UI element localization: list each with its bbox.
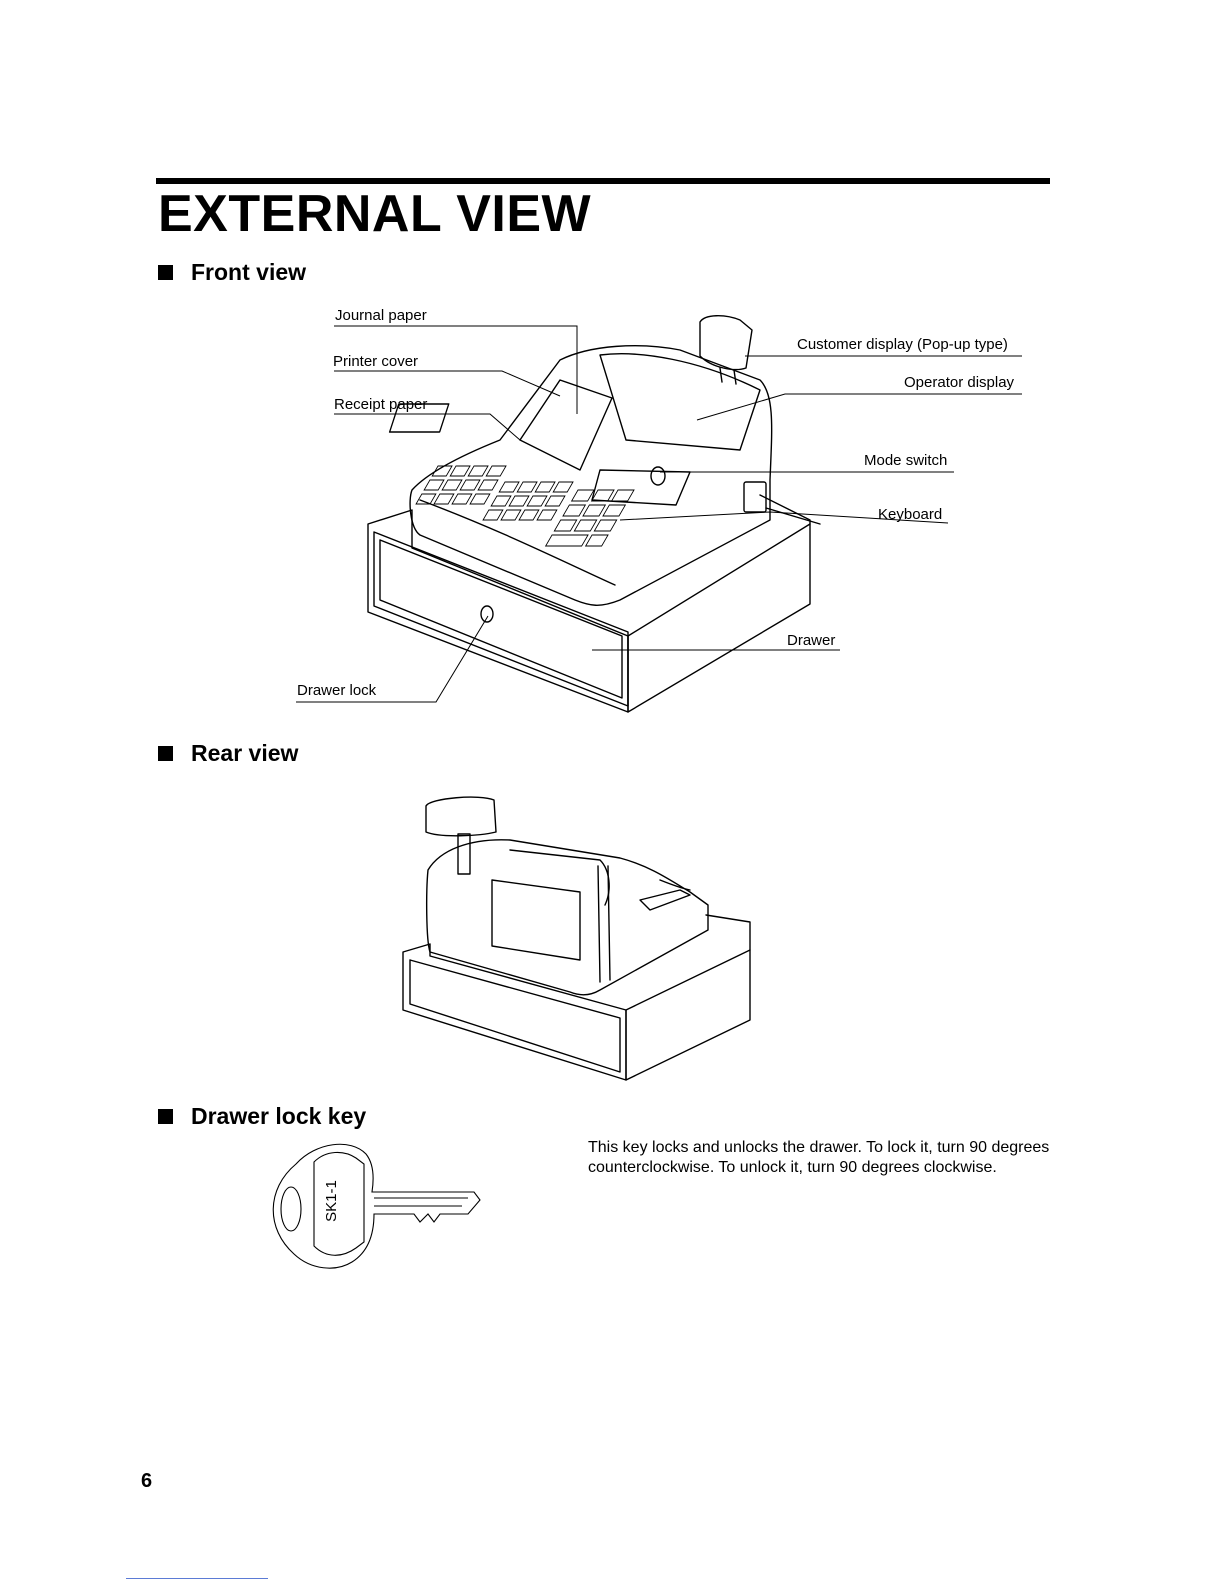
drawer-key-description: This key locks and unlocks the drawer. T… bbox=[588, 1139, 1050, 1176]
label-journal-paper: Journal paper bbox=[335, 307, 427, 324]
page-title: EXTERNAL VIEW bbox=[158, 185, 592, 243]
label-receipt-paper: Receipt paper bbox=[334, 396, 428, 413]
key-code-text: SK1-1 bbox=[323, 1180, 340, 1222]
front-register-body bbox=[388, 345, 821, 606]
page-number: 6 bbox=[141, 1470, 153, 1492]
rear-drawer bbox=[402, 914, 751, 1081]
label-operator-display: Operator display bbox=[904, 374, 1015, 391]
rear-customer-display bbox=[425, 796, 497, 875]
front-drawer bbox=[367, 494, 811, 713]
title-rule bbox=[156, 178, 1050, 184]
label-printer-cover: Printer cover bbox=[333, 353, 419, 370]
rear-register-body bbox=[425, 839, 709, 996]
footer-line bbox=[126, 1578, 268, 1579]
label-mode-switch: Mode switch bbox=[864, 452, 948, 469]
rear-view-title: Rear view bbox=[191, 740, 299, 766]
drawer-lock-key-title: Drawer lock key bbox=[191, 1103, 367, 1129]
leader-lines bbox=[296, 325, 1022, 703]
front-customer-display bbox=[699, 315, 753, 385]
front-view-title: Front view bbox=[191, 259, 307, 285]
label-drawer: Drawer bbox=[787, 632, 836, 649]
bullet-icon bbox=[158, 1108, 173, 1124]
front-view-heading: Front view bbox=[158, 258, 306, 286]
drawer-key-icon: SK1-1 bbox=[272, 1143, 481, 1269]
rear-view-heading: Rear view bbox=[158, 739, 298, 767]
label-keyboard: Keyboard bbox=[878, 506, 943, 523]
label-drawer-lock: Drawer lock bbox=[297, 682, 377, 699]
label-customer-display: Customer display (Pop-up type) bbox=[797, 336, 1008, 353]
front-keypad bbox=[415, 465, 635, 547]
drawer-lock-key-heading: Drawer lock key bbox=[158, 1102, 366, 1130]
bullet-icon bbox=[158, 264, 173, 280]
bullet-icon bbox=[158, 745, 173, 761]
